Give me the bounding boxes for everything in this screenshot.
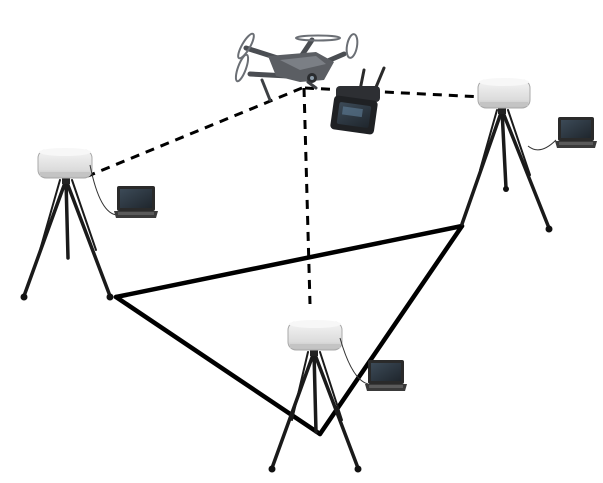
solid-link-bottom-left	[113, 294, 323, 437]
tripod-icon	[22, 178, 112, 298]
radar-dome-icon	[477, 78, 531, 109]
dashed-link-drone-left	[87, 86, 303, 178]
sensor-station-left	[20, 148, 119, 301]
radar-dome-icon	[37, 148, 93, 179]
solid-links	[113, 223, 465, 437]
laptop-left	[114, 186, 158, 218]
dashed-link-drone-right	[304, 86, 484, 99]
sensor-station-bottom	[268, 320, 369, 473]
solid-link-left-right	[113, 223, 465, 300]
laptop-icon	[114, 186, 158, 218]
remote-controller-icon	[330, 66, 386, 135]
dashed-link-drone-bottom	[302, 87, 312, 305]
laptop-right	[555, 117, 597, 148]
radar-dome-icon	[287, 320, 343, 351]
tripod-icon	[270, 350, 360, 470]
laptop-icon	[555, 117, 597, 148]
laptop-icon	[365, 360, 407, 391]
sensor-station-right	[460, 78, 557, 233]
dashed-links	[87, 86, 484, 305]
drone-icon	[234, 32, 359, 102]
laptop-bottom	[365, 360, 407, 391]
tripod-icon	[460, 108, 551, 230]
solid-link-right-bottom	[317, 223, 465, 437]
